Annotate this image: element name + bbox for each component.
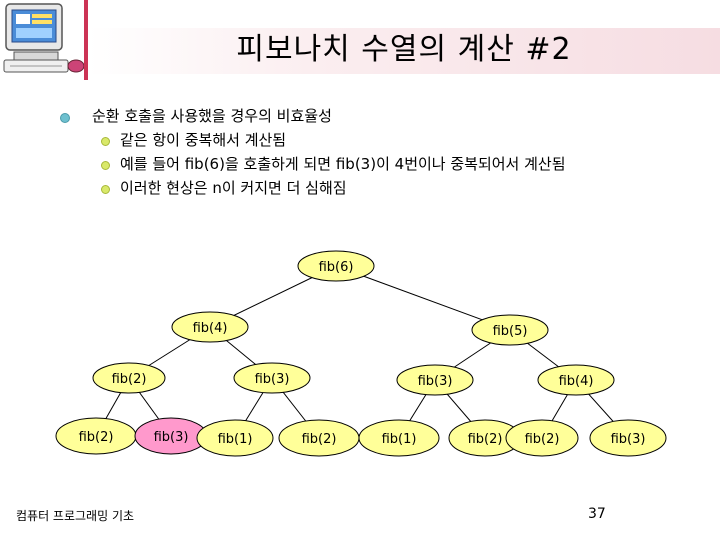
tree-node-label: fib(3) (418, 374, 453, 389)
tree-node-label: fib(1) (382, 432, 417, 447)
tree-node-n2e: fib(2) (506, 420, 578, 456)
tree-node-label: fib(3) (255, 372, 290, 387)
tree-node-n4a: fib(4) (172, 312, 248, 342)
tree-node-n2a: fib(2) (93, 363, 165, 393)
tree-node-label: fib(4) (559, 374, 594, 389)
footer-course-name: 컴퓨터 프로그래밍 기초 (16, 507, 134, 524)
page-number: 37 (588, 506, 606, 522)
tree-node-label: fib(3) (154, 430, 189, 445)
tree-node-n3c: fib(3) (135, 418, 207, 454)
tree-node-label: fib(2) (468, 432, 503, 447)
tree-node-label: fib(2) (79, 430, 114, 445)
tree-node-n3b: fib(3) (397, 365, 473, 395)
tree-node-label: fib(5) (493, 324, 528, 339)
tree-node-n1a: fib(1) (197, 420, 273, 456)
tree-node-label: fib(6) (319, 260, 354, 275)
tree-node-label: fib(3) (611, 432, 646, 447)
tree-node-label: fib(2) (112, 372, 147, 387)
tree-node-label: fib(1) (218, 432, 253, 447)
tree-node-label: fib(2) (525, 432, 560, 447)
tree-node-n3d: fib(3) (590, 420, 666, 456)
tree-node-n2b: fib(2) (56, 418, 136, 454)
tree-node-n3a: fib(3) (234, 363, 310, 393)
tree-node-n1b: fib(1) (359, 420, 439, 456)
tree-node-n2c: fib(2) (279, 420, 359, 456)
tree-node-n6: fib(6) (298, 251, 374, 281)
tree-node-n5: fib(5) (472, 315, 548, 345)
tree-node-label: fib(2) (302, 432, 337, 447)
tree-node-n4b: fib(4) (538, 365, 614, 395)
tree-node-label: fib(4) (193, 321, 228, 336)
